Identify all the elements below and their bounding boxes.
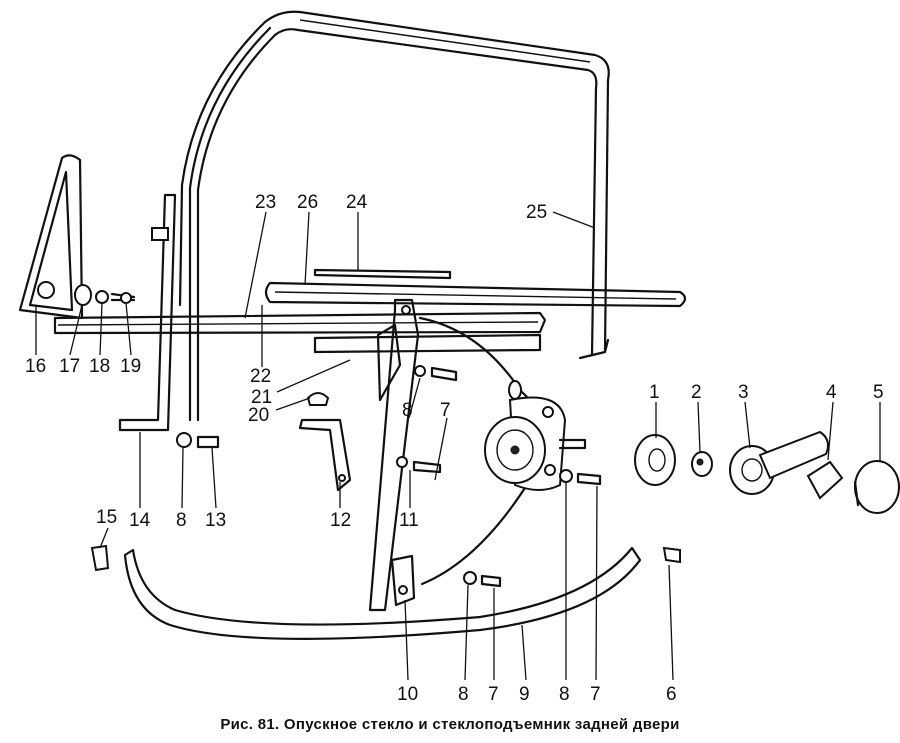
label-19: 19 — [120, 356, 141, 377]
label-16: 16 — [25, 356, 46, 377]
bushing-part-2 — [691, 451, 713, 477]
label-7-b: 7 — [488, 684, 499, 705]
label-21: 21 — [251, 387, 272, 408]
clip-part-15 — [90, 544, 110, 572]
label-12: 12 — [330, 510, 351, 531]
label-5: 5 — [873, 382, 884, 403]
fastener-parts-17-18-19 — [74, 284, 136, 306]
part-number-labels: 1 2 3 4 5 6 7 7 7 8 8 8 8 9 10 11 12 13 … — [25, 192, 884, 705]
regulator-drum — [484, 396, 587, 491]
label-11: 11 — [399, 510, 419, 531]
figure-caption: Рис. 81. Опускное стекло и стеклоподъемн… — [220, 716, 680, 733]
lower-seal-part-9 — [123, 546, 642, 640]
label-24: 24 — [346, 192, 368, 213]
label-26: 26 — [297, 192, 318, 213]
label-20: 20 — [248, 405, 269, 426]
plug-part-20 — [306, 392, 330, 406]
handle-arm-part-4 — [758, 430, 844, 500]
leader-lines — [35, 211, 881, 681]
label-14: 14 — [129, 510, 151, 531]
label-8-d: 8 — [559, 684, 570, 705]
label-7-c: 7 — [590, 684, 601, 705]
vent-glass-part-16 — [18, 154, 84, 320]
label-4: 4 — [826, 382, 837, 403]
washer-bolt-parts-8-13 — [176, 432, 220, 449]
label-8-a: 8 — [176, 510, 187, 531]
label-9: 9 — [519, 684, 530, 705]
label-15: 15 — [96, 507, 117, 528]
bracket-part-12 — [298, 418, 352, 492]
label-17: 17 — [59, 356, 80, 377]
knob-part-5 — [853, 460, 900, 514]
label-8-c: 8 — [458, 684, 469, 705]
label-10: 10 — [397, 684, 418, 705]
spacer-part-1 — [634, 434, 676, 486]
regulator-cable — [418, 316, 532, 586]
inner-strip-part-21 — [313, 333, 542, 354]
regulator-rail-part-10 — [368, 298, 420, 612]
label-18: 18 — [89, 356, 110, 377]
channel-bracket-part-14 — [118, 193, 177, 432]
label-2: 2 — [691, 382, 702, 403]
clip-part-6 — [662, 546, 681, 564]
label-25: 25 — [526, 202, 547, 223]
glass-bar-part-26 — [264, 281, 687, 308]
label-13: 13 — [205, 510, 226, 531]
bolts-washers-7-8-11 — [396, 365, 602, 588]
label-23: 23 — [255, 192, 276, 213]
glass-seal-part-24 — [313, 268, 452, 280]
label-7-a: 7 — [440, 400, 451, 421]
label-3: 3 — [738, 382, 749, 403]
belt-moulding-part-22-23 — [53, 311, 547, 335]
label-6: 6 — [666, 684, 677, 705]
door-glass-frame-part-25 — [178, 10, 610, 422]
label-22: 22 — [250, 366, 271, 387]
label-1: 1 — [649, 382, 660, 403]
label-8-b: 8 — [402, 400, 413, 421]
